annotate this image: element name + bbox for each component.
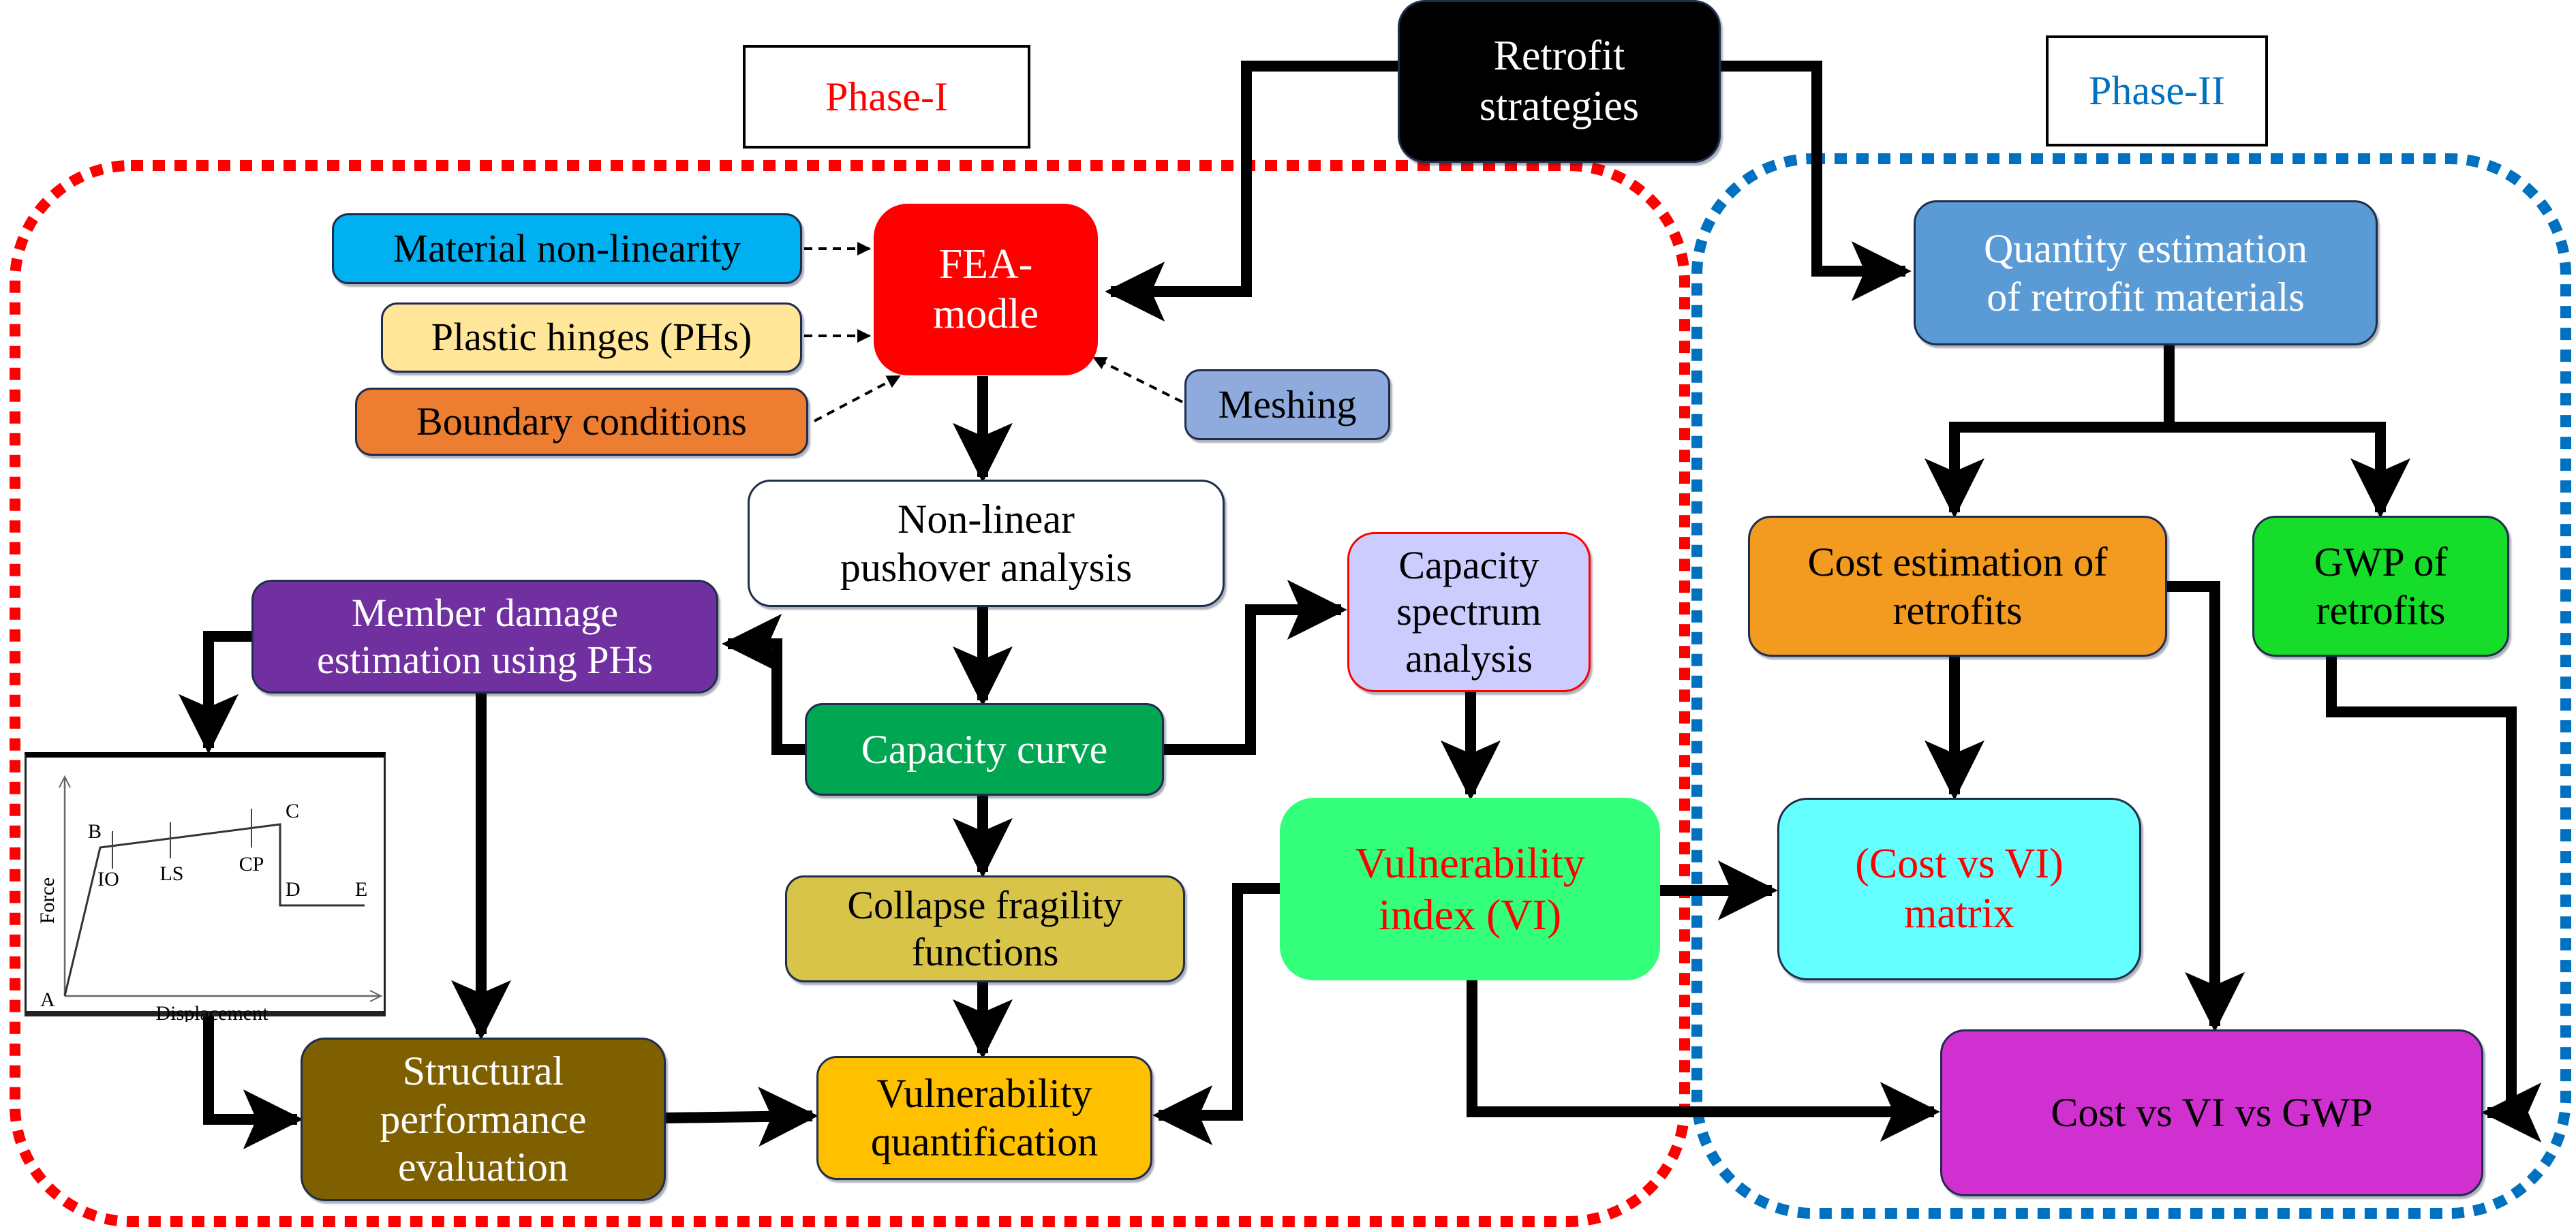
- member-damage-node[interactable]: Member damage estimation using PHs: [251, 580, 718, 694]
- arrow-capacity-curve-to-spectrum: [1163, 580, 1347, 755]
- pushover-analysis-text: Non-linear pushover analysis: [840, 496, 1133, 590]
- collapse-fragility-text: Collapse fragility functions: [847, 883, 1123, 974]
- arrow-gwp-to-final: [2326, 657, 2542, 1142]
- cost-estimation-node[interactable]: Cost estimation of retrofits: [1748, 516, 2167, 657]
- arrow-quantity-to-cost: [1925, 422, 2169, 518]
- cost-vi-gwp-text: Cost vs VI vs GWP: [2051, 1090, 2373, 1136]
- retrofit-strategies-text: Retrofit strategies: [1479, 33, 1640, 129]
- y-axis-label: Force: [36, 877, 59, 924]
- phase1-container: [10, 160, 1690, 1227]
- cost-vi-matrix-node[interactable]: (Cost vs VI) matrix: [1777, 798, 2141, 980]
- capacity-curve-text: Capacity curve: [861, 726, 1108, 772]
- retrofit-strategies-node[interactable]: Retrofit strategies: [1398, 0, 1721, 163]
- member-damage-text: Member damage estimation using PHs: [316, 591, 654, 682]
- plastic-hinges-node[interactable]: Plastic hinges (PHs): [381, 302, 802, 373]
- arrow-vi-to-quantification: [1152, 883, 1280, 1145]
- pushover-analysis-node[interactable]: Non-linear pushover analysis: [748, 480, 1225, 607]
- collapse-fragility-node[interactable]: Collapse fragility functions: [785, 875, 1185, 982]
- cost-vi-gwp-node[interactable]: Cost vs VI vs GWP: [1940, 1029, 2483, 1196]
- gwp-text: GWP of retrofits: [2314, 539, 2448, 633]
- arrow-meshing-to-fea: [1092, 356, 1183, 403]
- point-e-label: E: [355, 878, 367, 901]
- phase2-label: Phase-II: [2046, 35, 2268, 146]
- meshing-text: Meshing: [1218, 382, 1357, 426]
- structural-performance-text: Structural performance evaluation: [380, 1048, 587, 1190]
- boundary-conditions-text: Boundary conditions: [416, 399, 747, 444]
- cost-vi-matrix-text: (Cost vs VI) matrix: [1855, 840, 2064, 937]
- capacity-spectrum-node[interactable]: Capacity spectrum analysis: [1347, 532, 1591, 692]
- material-nonlinearity-node[interactable]: Material non-linearity: [332, 213, 802, 284]
- capacity-spectrum-text: Capacity spectrum analysis: [1396, 542, 1542, 681]
- point-c-label: C: [286, 800, 299, 822]
- x-axis-label: Displacement: [156, 1002, 269, 1022]
- vulnerability-quantification-node[interactable]: Vulnerability quantification: [816, 1056, 1152, 1180]
- x-axis-arrowhead: [369, 990, 383, 1002]
- vulnerability-index-text: Vulnerability index (VI): [1355, 839, 1585, 939]
- meshing-node[interactable]: Meshing: [1184, 369, 1390, 440]
- quantity-estimation-text: Quantity estimation of retrofit material…: [1984, 225, 2307, 320]
- gwp-node[interactable]: GWP of retrofits: [2252, 516, 2509, 657]
- point-a-label: A: [40, 989, 55, 1011]
- cost-estimation-text: Cost estimation of retrofits: [1807, 539, 2108, 633]
- phase2-container: [1691, 153, 2571, 1219]
- arrow-quantity-to-gwp: [2169, 422, 2410, 518]
- vulnerability-index-node[interactable]: Vulnerability index (VI): [1280, 798, 1660, 980]
- io-label: IO: [97, 868, 119, 890]
- phase1-label: Phase-I: [743, 45, 1030, 149]
- structural-performance-node[interactable]: Structural performance evaluation: [301, 1038, 666, 1201]
- vulnerability-quantification-text: Vulnerability quantification: [870, 1071, 1099, 1164]
- hinge-chart-svg: A B C D E IO LS CP Displacement Force: [36, 775, 383, 1022]
- fea-model-node[interactable]: FEA- modle: [874, 204, 1098, 375]
- point-d-label: D: [286, 878, 301, 901]
- point-b-label: B: [88, 820, 102, 843]
- y-axis-arrowhead: [59, 775, 71, 788]
- arrow-vi-to-final: [1467, 980, 1940, 1142]
- arrow-chart-to-structural: [203, 1016, 303, 1149]
- arrow-cost-to-final: [2167, 581, 2245, 1032]
- material-nonlinearity-text: Material non-linearity: [393, 225, 741, 270]
- arrow-boundary-to-fea: [814, 375, 901, 422]
- hinge-force-displacement-chart: A B C D E IO LS CP Displacement Force: [25, 752, 386, 1022]
- backbone-curve: [63, 823, 365, 997]
- ls-label: LS: [159, 862, 183, 885]
- arrow-capacity-curve-to-member-damage: [722, 614, 805, 755]
- quantity-estimation-node[interactable]: Quantity estimation of retrofit material…: [1914, 200, 2378, 345]
- cp-label: CP: [239, 853, 264, 875]
- arrow-structural-to-quantification: [664, 1087, 818, 1147]
- arrow-retrofit-to-fea: [1105, 61, 1398, 322]
- plastic-hinges-text: Plastic hinges (PHs): [431, 315, 752, 360]
- arrow-retrofit-to-quantity: [1720, 61, 1912, 301]
- fea-model-text: FEA- modle: [933, 240, 1039, 337]
- capacity-curve-node[interactable]: Capacity curve: [805, 703, 1164, 796]
- arrow-member-damage-to-chart: [179, 631, 251, 754]
- boundary-conditions-node[interactable]: Boundary conditions: [355, 388, 808, 456]
